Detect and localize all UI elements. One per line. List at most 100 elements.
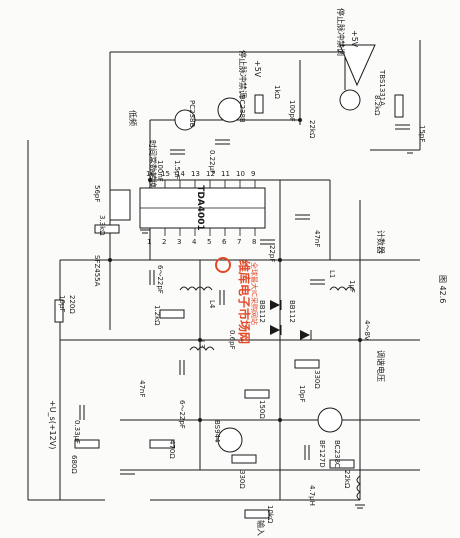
resistor-330b <box>294 359 320 369</box>
pin-10: 10 <box>236 170 245 178</box>
resistor-1-2k <box>159 309 185 319</box>
value-100nf: 100nF <box>156 160 164 182</box>
value-15pf: 15pF <box>418 125 426 142</box>
value-220-ohm: 220Ω <box>68 295 76 314</box>
pin-9: 9 <box>251 170 255 178</box>
coils <box>179 286 361 501</box>
resistor-470 <box>149 439 175 449</box>
value-56pf: 56pF <box>93 185 101 202</box>
watermark-main: 维库电子市场网 <box>237 260 252 344</box>
value-330-ohm-b: 330Ω <box>313 370 321 389</box>
value-150-ohm: 150Ω <box>258 400 266 419</box>
junction-dots <box>108 118 362 422</box>
label-time-constant: 时间常数转换 <box>148 140 158 188</box>
ic-tda4001: TDA4001 16 15 14 13 12 11 10 <box>139 170 266 246</box>
resistor-330 <box>231 454 257 464</box>
label-stop-pulse-disable: 停止脉冲禁调 <box>336 8 346 56</box>
label-bs944: BS944 <box>213 420 221 443</box>
value-330-ohm: 330Ω <box>238 470 246 489</box>
value-0-6pf: 0.6pF <box>228 330 236 350</box>
value-1k: 1kΩ <box>273 85 281 100</box>
coil-l4 <box>179 286 213 291</box>
value-10pf: 10pF <box>298 385 306 402</box>
pin-1: 1 <box>147 238 151 246</box>
value-0-33uf: 0.33μF <box>73 420 81 444</box>
pin-13: 13 <box>191 170 200 178</box>
ic-label: TDA4001 <box>195 185 205 231</box>
transistor-bs944 <box>217 427 243 453</box>
label-l3: L3 <box>198 340 206 348</box>
diodes <box>270 300 312 340</box>
label-tuning-voltage: 调谐电压 <box>376 350 386 382</box>
label-stop-pulse-time: 停止脉冲禁调 <box>238 50 248 98</box>
watermark: 维库电子市场网 全球最大IC采购网站 <box>215 257 259 344</box>
value-10uf: 10μF <box>58 295 66 312</box>
pin-8: 8 <box>252 238 256 246</box>
varactor-bb112-a <box>270 300 280 310</box>
label-supply-5v: +5V <box>350 30 359 48</box>
resistor-680 <box>74 439 100 449</box>
pin-2: 2 <box>162 238 166 246</box>
pin-12: 12 <box>206 170 215 178</box>
value-10k: 10kΩ <box>266 505 274 524</box>
resistors <box>54 94 404 519</box>
pin-4: 4 <box>192 238 197 246</box>
coil-l3 <box>189 346 215 351</box>
label-bb112-b: BB112 <box>288 300 296 323</box>
label-bc238c: BC238C <box>333 440 341 468</box>
pin-11: 11 <box>221 170 230 178</box>
label-input: 输入 <box>256 520 266 536</box>
transistor-bc238b <box>217 97 243 123</box>
pin-6: 6 <box>222 238 227 246</box>
grounds <box>140 149 415 509</box>
value-47nf: 47nF <box>138 380 146 397</box>
value-22pf: 22pF <box>268 245 276 262</box>
resistor-150 <box>244 389 270 399</box>
value-470-ohm: 470Ω <box>168 440 176 459</box>
filter-label: SFZ455A <box>93 255 101 287</box>
value-22k-b: 22kΩ <box>308 120 316 139</box>
resistor-10k-input <box>244 509 270 519</box>
labels: 输入 10kΩ 4.7μH 330Ω BS944 470Ω 680Ω 0.33μ… <box>48 8 447 536</box>
label-l1: L1 <box>328 270 336 278</box>
pin-3: 3 <box>177 238 181 246</box>
resistor-3-3k <box>94 224 120 234</box>
opamp-label: TBS1331A <box>378 69 386 106</box>
inductor-4-7uh <box>356 475 361 501</box>
label-supply: +U_s(+12V) <box>48 400 57 449</box>
value-100pf: 100pF <box>288 100 296 122</box>
label-count-output: 计数器 <box>376 230 386 254</box>
transistor-pc238b <box>174 109 196 131</box>
label-bc238b: BC238B <box>238 95 246 123</box>
label-bandwidth: 低频 <box>128 110 138 126</box>
pin-14: 14 <box>176 170 185 178</box>
value-1-2k: 1.2kΩ <box>153 305 161 326</box>
value-8-2k: 8.2kΩ <box>373 95 381 116</box>
value-22k: 22kΩ <box>343 470 351 489</box>
value-47nf-b: 47nF <box>313 230 321 247</box>
label-pc238b: PC238B <box>188 100 196 127</box>
watermark-sub: 全球最大IC采购网站 <box>250 262 259 325</box>
value-0-22uf: 0.22μF <box>208 150 216 174</box>
pin-5: 5 <box>207 238 211 246</box>
value-680-ohm: 680Ω <box>70 455 78 474</box>
zener-diode <box>300 330 310 340</box>
value-6-22pf-b: 6～22pF <box>156 265 164 294</box>
label-tuning-range: 4～8V <box>363 320 371 341</box>
pin-7: 7 <box>237 238 241 246</box>
label-bf127d: BF127D <box>318 440 326 468</box>
resistor-8-2k <box>394 94 404 118</box>
label-supply-5v-b: +5V <box>253 60 262 78</box>
value-4-7uh: 4.7μH <box>308 485 316 506</box>
value-1uf: 1μF <box>348 280 356 293</box>
filter-sfz455a: SFZ455A <box>93 189 131 287</box>
transistor-bf127d <box>317 407 343 433</box>
value-3-3k: 3.3kΩ <box>98 215 106 236</box>
pin-15: 15 <box>161 170 170 178</box>
resistor-220 <box>54 299 64 323</box>
resistor-1k <box>254 94 264 114</box>
value-1-5uf: 1.5μF <box>173 160 181 180</box>
figure-caption: 图 42.6 <box>438 275 447 303</box>
